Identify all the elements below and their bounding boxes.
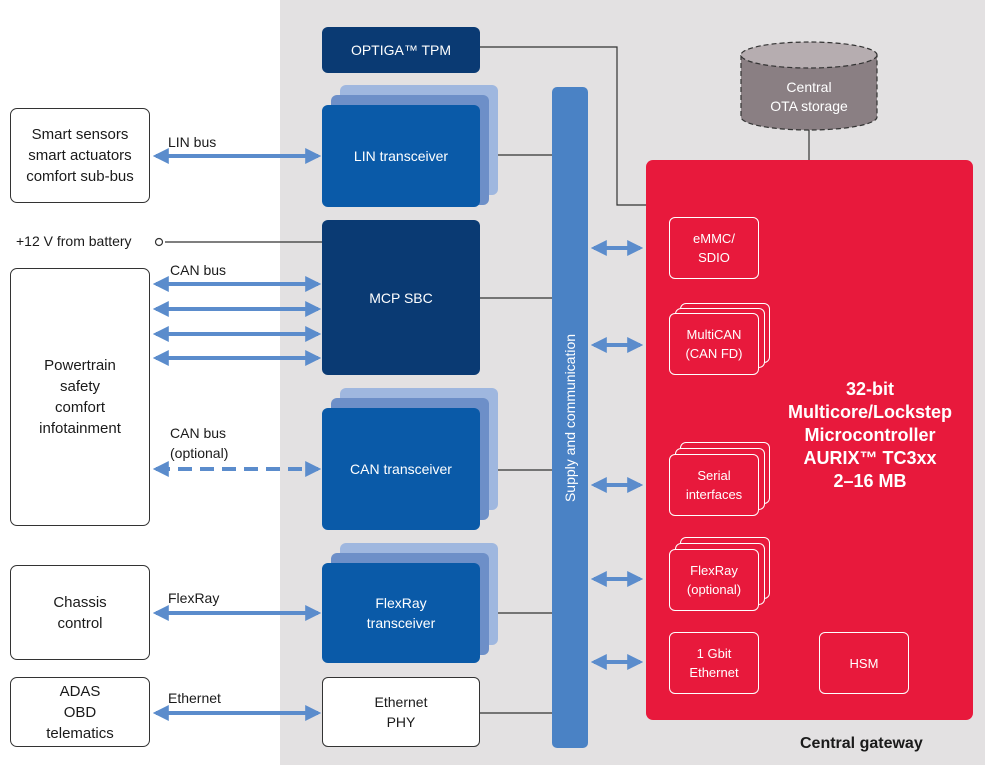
mcu-label-line: Multicore/Lockstep: [787, 402, 953, 422]
mcu-label-line: 32-bit: [845, 379, 894, 399]
gbit-ethernet-block: 1 Gbit Ethernet: [669, 632, 759, 694]
mcu-label-line: Microcontroller: [804, 425, 936, 445]
can-bus-label: CAN bus: [170, 262, 227, 278]
multican-block: MultiCAN (CAN FD): [669, 313, 759, 375]
lin-transceiver-block: LIN transceiver: [322, 105, 480, 207]
supply-communication-bus: Supply and communication: [552, 87, 588, 748]
can-transceiver-block: CAN transceiver: [322, 408, 480, 530]
ethernet-label: Ethernet: [168, 690, 221, 706]
serial-interfaces-block: Serial interfaces: [669, 454, 759, 516]
mcu-label: 32-bit Multicore/Lockstep Microcontrolle…: [770, 378, 970, 493]
can-bus-optional-label: CAN bus (optional): [170, 425, 229, 461]
adas-box: ADAS OBD telematics: [10, 677, 150, 747]
mcu-label-line: AURIX™ TC3xx: [803, 448, 937, 468]
optiga-tpm-block: OPTIGA™ TPM: [322, 27, 480, 73]
flexray-label: FlexRay: [168, 590, 220, 606]
mcu-label-line: 2–16 MB: [833, 471, 907, 491]
central-gateway-title: Central gateway: [800, 735, 923, 752]
supply-bus-label: Supply and communication: [562, 333, 578, 502]
ota-storage-label: Central OTA storage: [770, 79, 848, 114]
tpm-to-mcu-line: [480, 46, 646, 206]
ethernet-phy-block: Ethernet PHY: [322, 677, 480, 747]
hsm-block: HSM: [819, 632, 909, 694]
flexray-mcu-block: FlexRay (optional): [669, 549, 759, 611]
battery-label: +12 V from battery: [16, 233, 132, 249]
smart-sensors-box: Smart sensors smart actuators comfort su…: [10, 108, 150, 203]
mcp-sbc-block: MCP SBC: [322, 220, 480, 375]
flexray-transceiver-block: FlexRay transceiver: [322, 563, 480, 663]
emmc-sdio-block: eMMC/ SDIO: [669, 217, 759, 279]
powertrain-box: Powertrain safety comfort infotainment: [10, 268, 150, 526]
lin-bus-label: LIN bus: [168, 134, 217, 150]
battery-terminal-icon: [154, 237, 164, 247]
storage-cylinder-icon: [740, 41, 878, 131]
chassis-control-box: Chassis control: [10, 565, 150, 660]
